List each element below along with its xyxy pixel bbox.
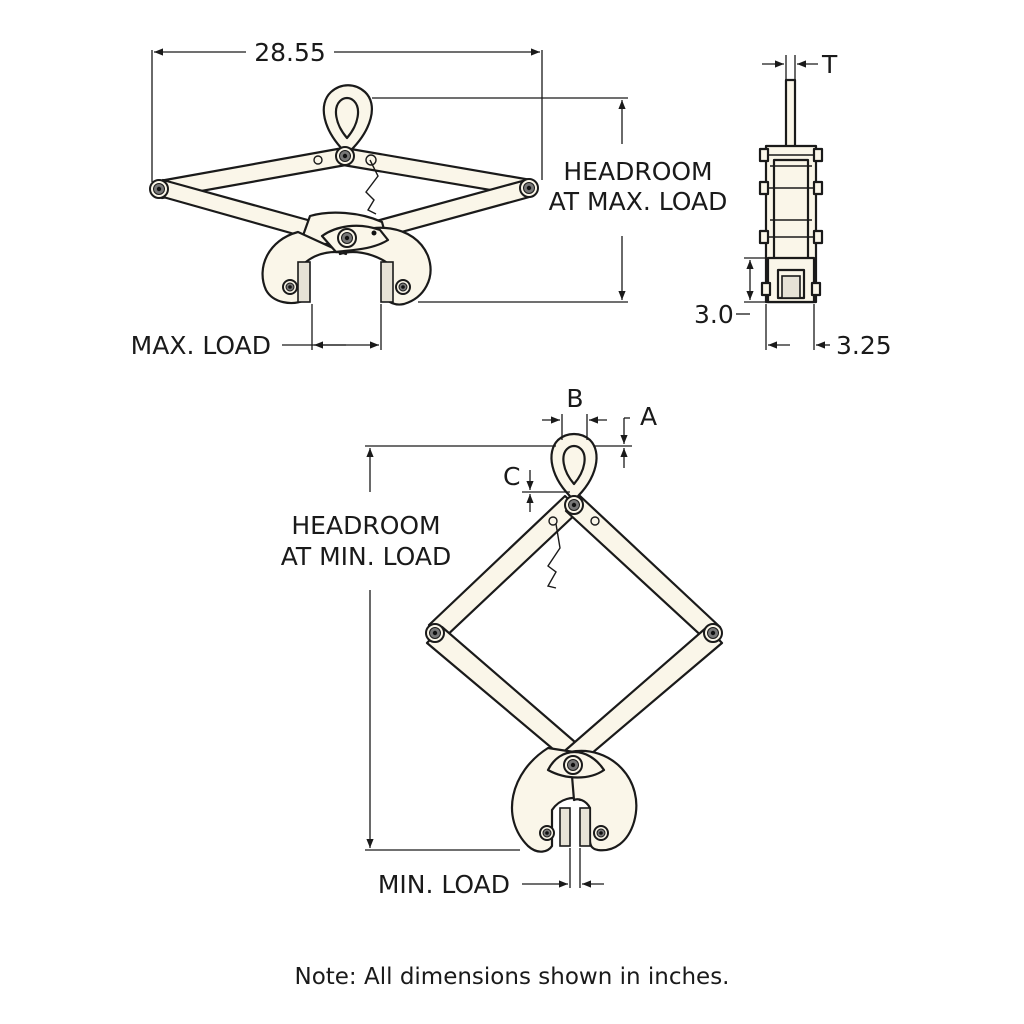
- jaw-assembly-bottom: [510, 746, 638, 853]
- dim-side-width: [765, 304, 830, 350]
- pin-top-bottom: [564, 495, 584, 515]
- pin-left-bottom: [425, 623, 445, 643]
- hole-small-left: [548, 516, 558, 526]
- hole-jaw: [371, 230, 377, 236]
- dimension-note: Note: All dimensions shown in inches.: [294, 964, 729, 990]
- side-bolt-3: [758, 229, 824, 245]
- clamp-side-view: [758, 78, 824, 304]
- side-plate-inner: [772, 158, 810, 272]
- pin-jaw-left: [282, 279, 298, 295]
- clamp-max-load-view: [149, 84, 539, 306]
- thickness-label: T: [821, 50, 838, 79]
- jaw-pad-right: [380, 261, 394, 303]
- pin-center-bottom: [563, 755, 583, 775]
- hole-small-right: [590, 516, 600, 526]
- side-bolt-1: [758, 147, 824, 163]
- label-b: B: [566, 384, 583, 413]
- headroom-min-label-line2: AT MIN. LOAD: [281, 542, 452, 571]
- side-pad: [781, 275, 801, 299]
- latch-hook-bottom: [546, 523, 561, 589]
- arm-lower-left: [425, 625, 592, 767]
- hole-latch: [365, 154, 377, 166]
- dim-thickness: [762, 55, 818, 80]
- pin-top: [335, 146, 355, 166]
- dim-min-load: [522, 848, 604, 888]
- side-height-label: 3.0: [694, 300, 734, 329]
- clamp-min-load-view: [425, 432, 724, 853]
- headroom-max-label-line2: AT MAX. LOAD: [549, 187, 728, 216]
- side-bolt-2: [758, 180, 824, 196]
- arm-upper-right: [564, 494, 722, 643]
- dim-b: [542, 414, 607, 440]
- pin-jaw-right-bottom: [593, 825, 609, 841]
- jaw-pad-left-bottom: [559, 807, 571, 847]
- dim-headroom-min: [365, 445, 556, 851]
- pin-jaw-right: [395, 279, 411, 295]
- jaw-pad-left: [297, 261, 311, 303]
- headroom-min-label-line1: HEADROOM: [291, 511, 440, 540]
- pin-center: [337, 228, 357, 248]
- pin-left: [149, 179, 169, 199]
- hole-small: [313, 155, 323, 165]
- min-load-label: MIN. LOAD: [378, 870, 510, 899]
- arm-lower-right: [558, 625, 724, 767]
- label-a: A: [640, 402, 657, 431]
- pin-right: [519, 178, 539, 198]
- side-width-label: 3.25: [836, 331, 892, 360]
- headroom-max-label-line1: HEADROOM: [563, 157, 712, 186]
- dim-headroom-max: [372, 97, 628, 303]
- shackle-bottom: [550, 432, 598, 502]
- arm-upper-left: [427, 494, 582, 642]
- latch-hook: [365, 159, 379, 215]
- dim-max-load: [282, 304, 382, 350]
- label-c: C: [503, 462, 520, 491]
- jaw-pad-right-bottom: [579, 807, 591, 847]
- dim-a: [594, 417, 632, 468]
- shackle: [322, 84, 373, 156]
- max-load-label: MAX. LOAD: [131, 331, 271, 360]
- pin-right-bottom: [703, 623, 723, 643]
- dim-side-height: [736, 257, 766, 315]
- pin-jaw-left-bottom: [539, 825, 555, 841]
- dim-width-max: [151, 48, 543, 182]
- side-bolt-4: [760, 281, 822, 297]
- dim-width-max-label: 28.55: [254, 38, 326, 67]
- dim-c: [522, 470, 570, 512]
